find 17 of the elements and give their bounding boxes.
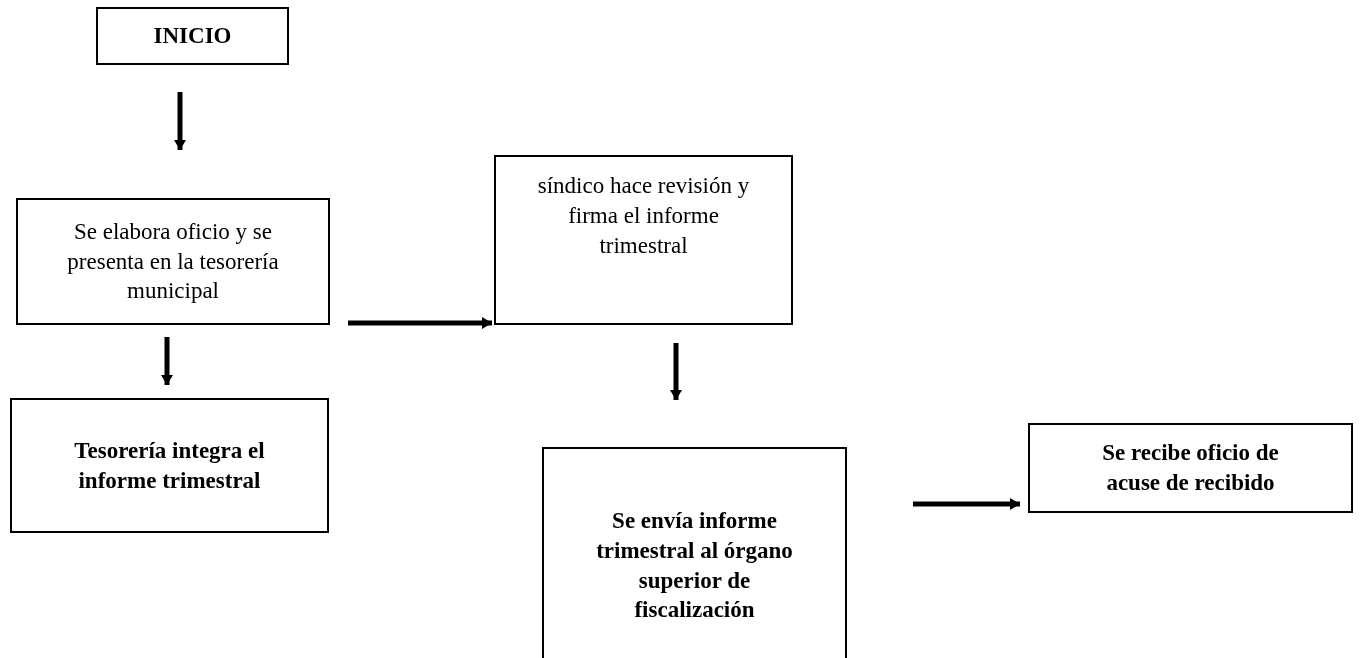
process-box xyxy=(16,198,330,325)
arrow xyxy=(913,498,1020,510)
box-text: Tesorería integra el informe trimestral xyxy=(73,436,266,495)
box-text: Se recibe oficio de acuse de recibido xyxy=(1101,439,1280,497)
process-box xyxy=(1028,423,1353,513)
process-box xyxy=(494,155,793,325)
process-box xyxy=(542,447,847,658)
process-box xyxy=(10,398,329,533)
arrow xyxy=(174,92,186,150)
arrow xyxy=(348,317,492,329)
arrow xyxy=(161,337,173,385)
box-text: Se envía informe trimestral al órgano superior de fiscalización xyxy=(595,506,794,625)
box-text: Se elabora oficio y se presenta en la tesorería municipal xyxy=(66,217,280,306)
arrow xyxy=(670,343,682,400)
box-text: INICIO xyxy=(153,22,232,51)
process-box xyxy=(96,7,289,65)
box-text: síndico hace revisión y firma el informe trimestral xyxy=(536,172,751,260)
